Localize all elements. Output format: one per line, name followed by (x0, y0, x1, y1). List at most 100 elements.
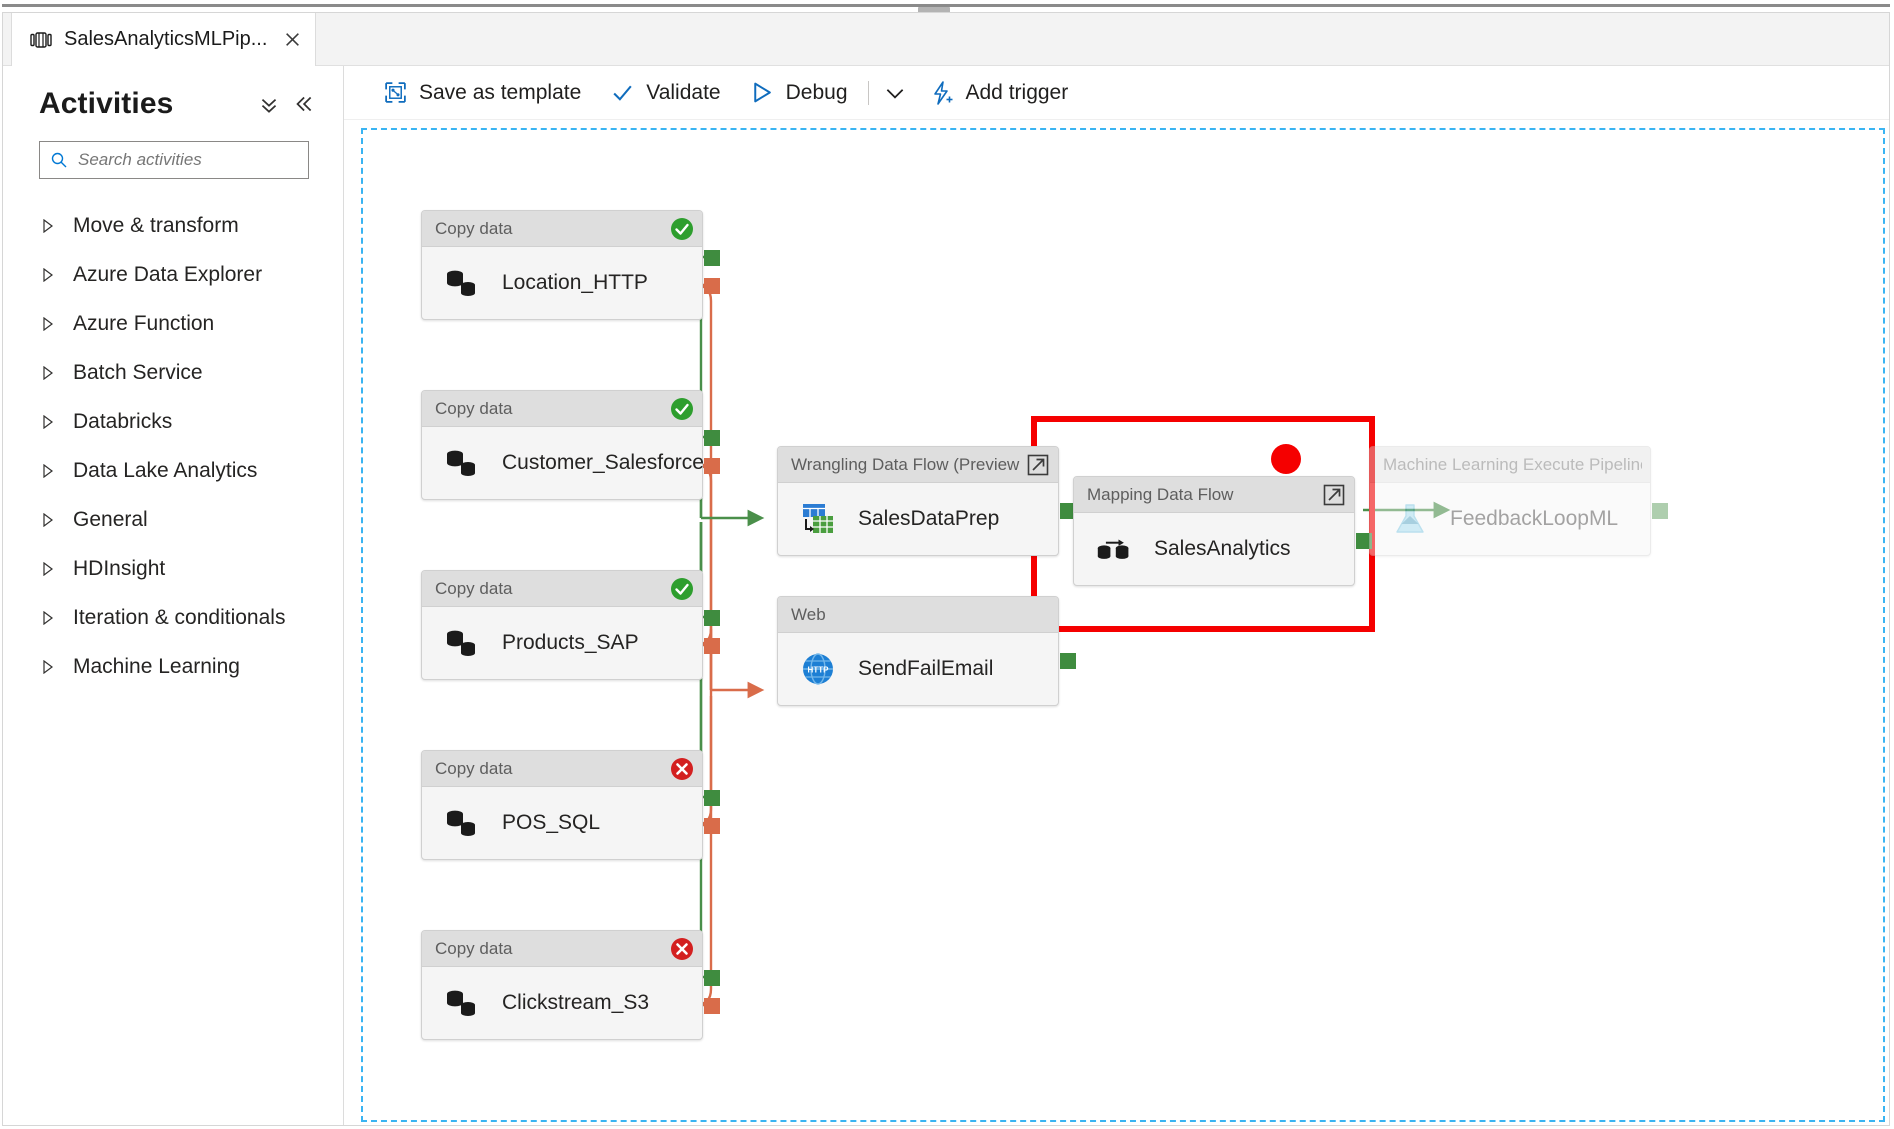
debug-button[interactable]: Debug (735, 71, 862, 115)
output-port-success[interactable] (704, 430, 720, 446)
chevron-right-icon (41, 218, 55, 234)
sidebar-item-azure-data-explorer[interactable]: Azure Data Explorer (3, 250, 344, 299)
status-success-icon (670, 217, 694, 241)
sidebar-item-label: HDInsight (73, 556, 166, 580)
chevron-right-icon (41, 610, 55, 626)
sidebar-item-label: Move & transform (73, 213, 239, 237)
output-port-success[interactable] (1060, 503, 1076, 519)
sidebar-item-label: Azure Function (73, 311, 215, 335)
collapse-panel-icon[interactable] (286, 87, 320, 121)
status-error-icon (670, 937, 694, 961)
window-top-strip (2, 4, 1890, 16)
node-name-label: SalesAnalytics (1154, 537, 1291, 560)
page-title: Activities (39, 87, 174, 120)
output-port-success[interactable] (704, 610, 720, 626)
debug-label: Debug (785, 80, 848, 104)
collapse-all-icon[interactable] (252, 87, 286, 121)
activity-category-list: Move & transform Azure Data Explorer Azu… (3, 201, 344, 691)
sidebar-item-label: Batch Service (73, 360, 203, 384)
sidebar-item-machine-learning[interactable]: Machine Learning (3, 642, 344, 691)
node-header: Copy data (422, 931, 702, 967)
activity-node-feedbackloopml[interactable]: Machine Learning Execute Pipeline Feedba… (1369, 446, 1668, 556)
chevron-right-icon (41, 316, 55, 332)
activity-node-pos-sql[interactable]: Copy data (421, 750, 720, 860)
tab-pipeline[interactable]: SalesAnalyticsMLPip... (11, 13, 316, 66)
sidebar-item-label: Databricks (73, 409, 173, 433)
output-port-failure[interactable] (704, 638, 720, 654)
search-activities-box[interactable] (39, 141, 309, 179)
node-type-label: Machine Learning Execute Pipeline (1383, 454, 1642, 474)
toolbar-divider (867, 80, 869, 105)
node-type-label: Web (791, 604, 826, 624)
node-name-label: SendFailEmail (858, 657, 994, 680)
chevron-right-icon (41, 659, 55, 675)
copy-data-icon (444, 806, 480, 840)
output-port-success[interactable] (1652, 503, 1668, 519)
activity-node-products-sap[interactable]: Copy data (421, 570, 720, 680)
chevron-right-icon (41, 463, 55, 479)
node-header: Copy data (422, 571, 702, 607)
activity-node-customer-salesforce[interactable]: Copy data (421, 390, 720, 500)
node-body: SalesAnalytics (1074, 513, 1354, 585)
output-port-failure[interactable] (704, 278, 720, 294)
close-icon[interactable] (281, 29, 303, 51)
node-body: SalesDataPrep (778, 483, 1058, 555)
sidebar-item-iteration-conditionals[interactable]: Iteration & conditionals (3, 593, 344, 642)
debug-dropdown-button[interactable] (875, 71, 915, 115)
node-type-label: Copy data (435, 398, 513, 418)
output-port-failure[interactable] (704, 818, 720, 834)
node-type-label: Copy data (435, 218, 513, 238)
chevron-down-icon (886, 88, 903, 99)
sidebar-item-batch-service[interactable]: Batch Service (3, 348, 344, 397)
node-header: Mapping Data Flow (1074, 477, 1354, 513)
node-name-label: POS_SQL (502, 811, 601, 834)
activity-node-location-http[interactable]: Copy data (421, 210, 720, 320)
sidebar-item-general[interactable]: General (3, 495, 344, 544)
sidebar-item-azure-function[interactable]: Azure Function (3, 299, 344, 348)
chevron-right-icon (41, 414, 55, 430)
node-name-label: Customer_Salesforce (502, 451, 704, 474)
node-type-label: Wrangling Data Flow (Preview (791, 454, 1020, 474)
window-grip[interactable] (918, 7, 950, 16)
output-port-success[interactable] (704, 250, 720, 266)
output-port-success[interactable] (1060, 653, 1076, 669)
sidebar-item-data-lake-analytics[interactable]: Data Lake Analytics (3, 446, 344, 495)
ml-flask-icon (1392, 502, 1428, 536)
node-name-label: Clickstream_S3 (502, 991, 650, 1014)
wrangling-data-flow-icon (800, 502, 836, 536)
sidebar-item-hdinsight[interactable]: HDInsight (3, 544, 344, 593)
copy-data-icon (444, 986, 480, 1020)
output-port-success[interactable] (1356, 533, 1372, 549)
status-success-icon (670, 577, 694, 601)
activity-node-clickstream-s3[interactable]: Copy data (421, 930, 720, 1040)
add-trigger-button[interactable]: Add trigger (915, 71, 1083, 115)
output-port-success[interactable] (704, 790, 720, 806)
mapping-data-flow-icon (1096, 532, 1132, 566)
open-external-icon[interactable] (1026, 453, 1050, 477)
copy-data-icon (444, 266, 480, 300)
save-as-template-button[interactable]: Save as template (368, 71, 595, 115)
activity-node-salesdataprep[interactable]: Wrangling Data Flow (Preview (777, 446, 1076, 556)
activity-node-sendfailemail[interactable]: Web HTTP SendFailEmail (777, 596, 1076, 706)
sidebar-item-databricks[interactable]: Databricks (3, 397, 344, 446)
node-type-label: Mapping Data Flow (1087, 484, 1234, 504)
node-name-label: Products_SAP (502, 631, 639, 654)
node-header: Copy data (422, 211, 702, 247)
open-external-icon[interactable] (1322, 483, 1346, 507)
output-port-failure[interactable] (704, 458, 720, 474)
search-input[interactable] (76, 149, 304, 171)
node-body: Clickstream_S3 (422, 967, 702, 1039)
chevron-right-icon (41, 365, 55, 381)
node-header: Machine Learning Execute Pipeline (1370, 447, 1650, 483)
sidebar-item-label: Data Lake Analytics (73, 458, 258, 482)
node-type-label: Copy data (435, 578, 513, 598)
sidebar-item-move-transform[interactable]: Move & transform (3, 201, 344, 250)
output-port-failure[interactable] (704, 998, 720, 1014)
sidebar-item-label: General (73, 507, 148, 531)
output-port-success[interactable] (704, 970, 720, 986)
pipeline-canvas[interactable]: Copy data (361, 128, 1885, 1122)
chevron-right-icon (41, 561, 55, 577)
activity-node-salesanalytics[interactable]: Mapping Data Flow (1073, 476, 1372, 586)
validate-button[interactable]: Validate (595, 71, 734, 115)
